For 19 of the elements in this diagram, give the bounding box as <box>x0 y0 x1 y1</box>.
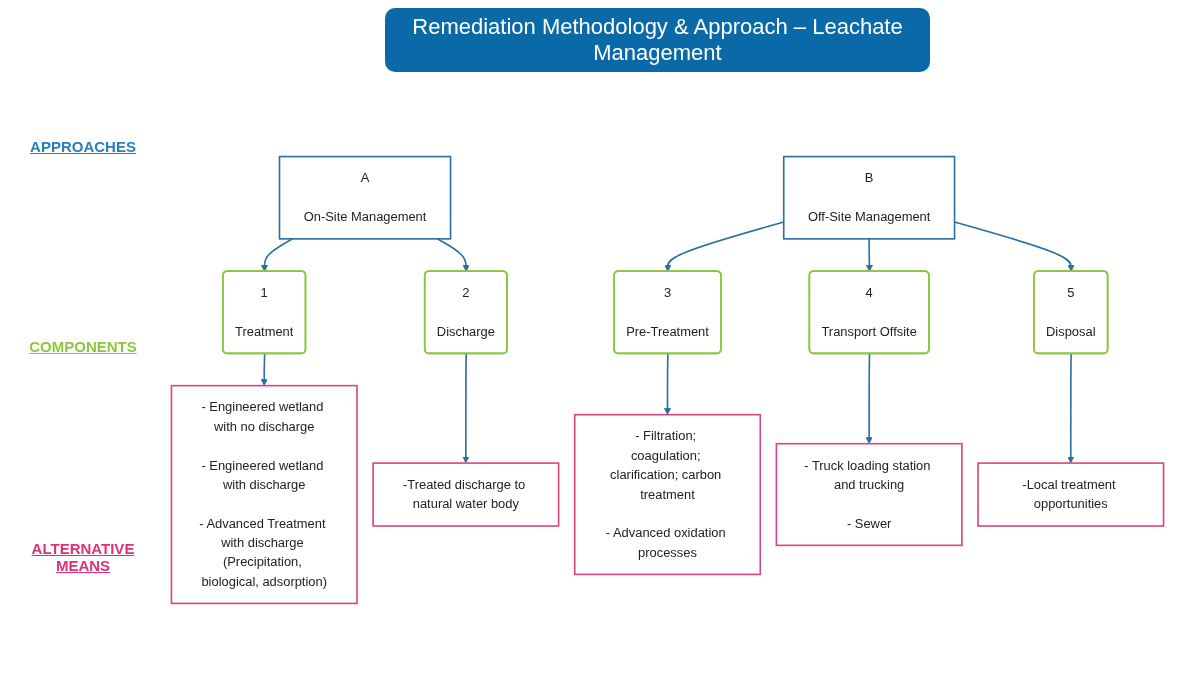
arrow <box>663 353 672 415</box>
node-box: -Local treatment opportunities <box>977 462 1165 527</box>
arrow <box>260 353 268 386</box>
arrow <box>865 238 873 272</box>
row-label: COMPONENTS <box>28 338 138 355</box>
row-label: ALTERNATIVE MEANS <box>30 540 136 574</box>
row-label: APPROACHES <box>29 138 137 155</box>
node-box: -Treated discharge to natural water body <box>372 462 560 527</box>
arrow <box>865 353 873 445</box>
node-box: - Filtration; coagulation; clarification; carbon treatment - Advanced oxidation processes <box>573 413 762 576</box>
node-box: A On-Site Management <box>278 155 452 240</box>
arrow <box>462 353 470 464</box>
node-box: - Engineered wetland with no discharge - Engineered wetland with discharge - Advanced Treatment with discharge (Precipitation, biological, adsorption) <box>170 384 358 605</box>
arrow <box>260 238 294 272</box>
node-box: B Off-Site Management <box>782 155 956 240</box>
node-box: - Truck loading station and trucking - Sewer <box>775 442 963 547</box>
arrow <box>436 238 470 272</box>
title-banner: Remediation Methodology & Approach – Leachate Management <box>385 8 930 72</box>
arrow <box>1067 353 1075 464</box>
